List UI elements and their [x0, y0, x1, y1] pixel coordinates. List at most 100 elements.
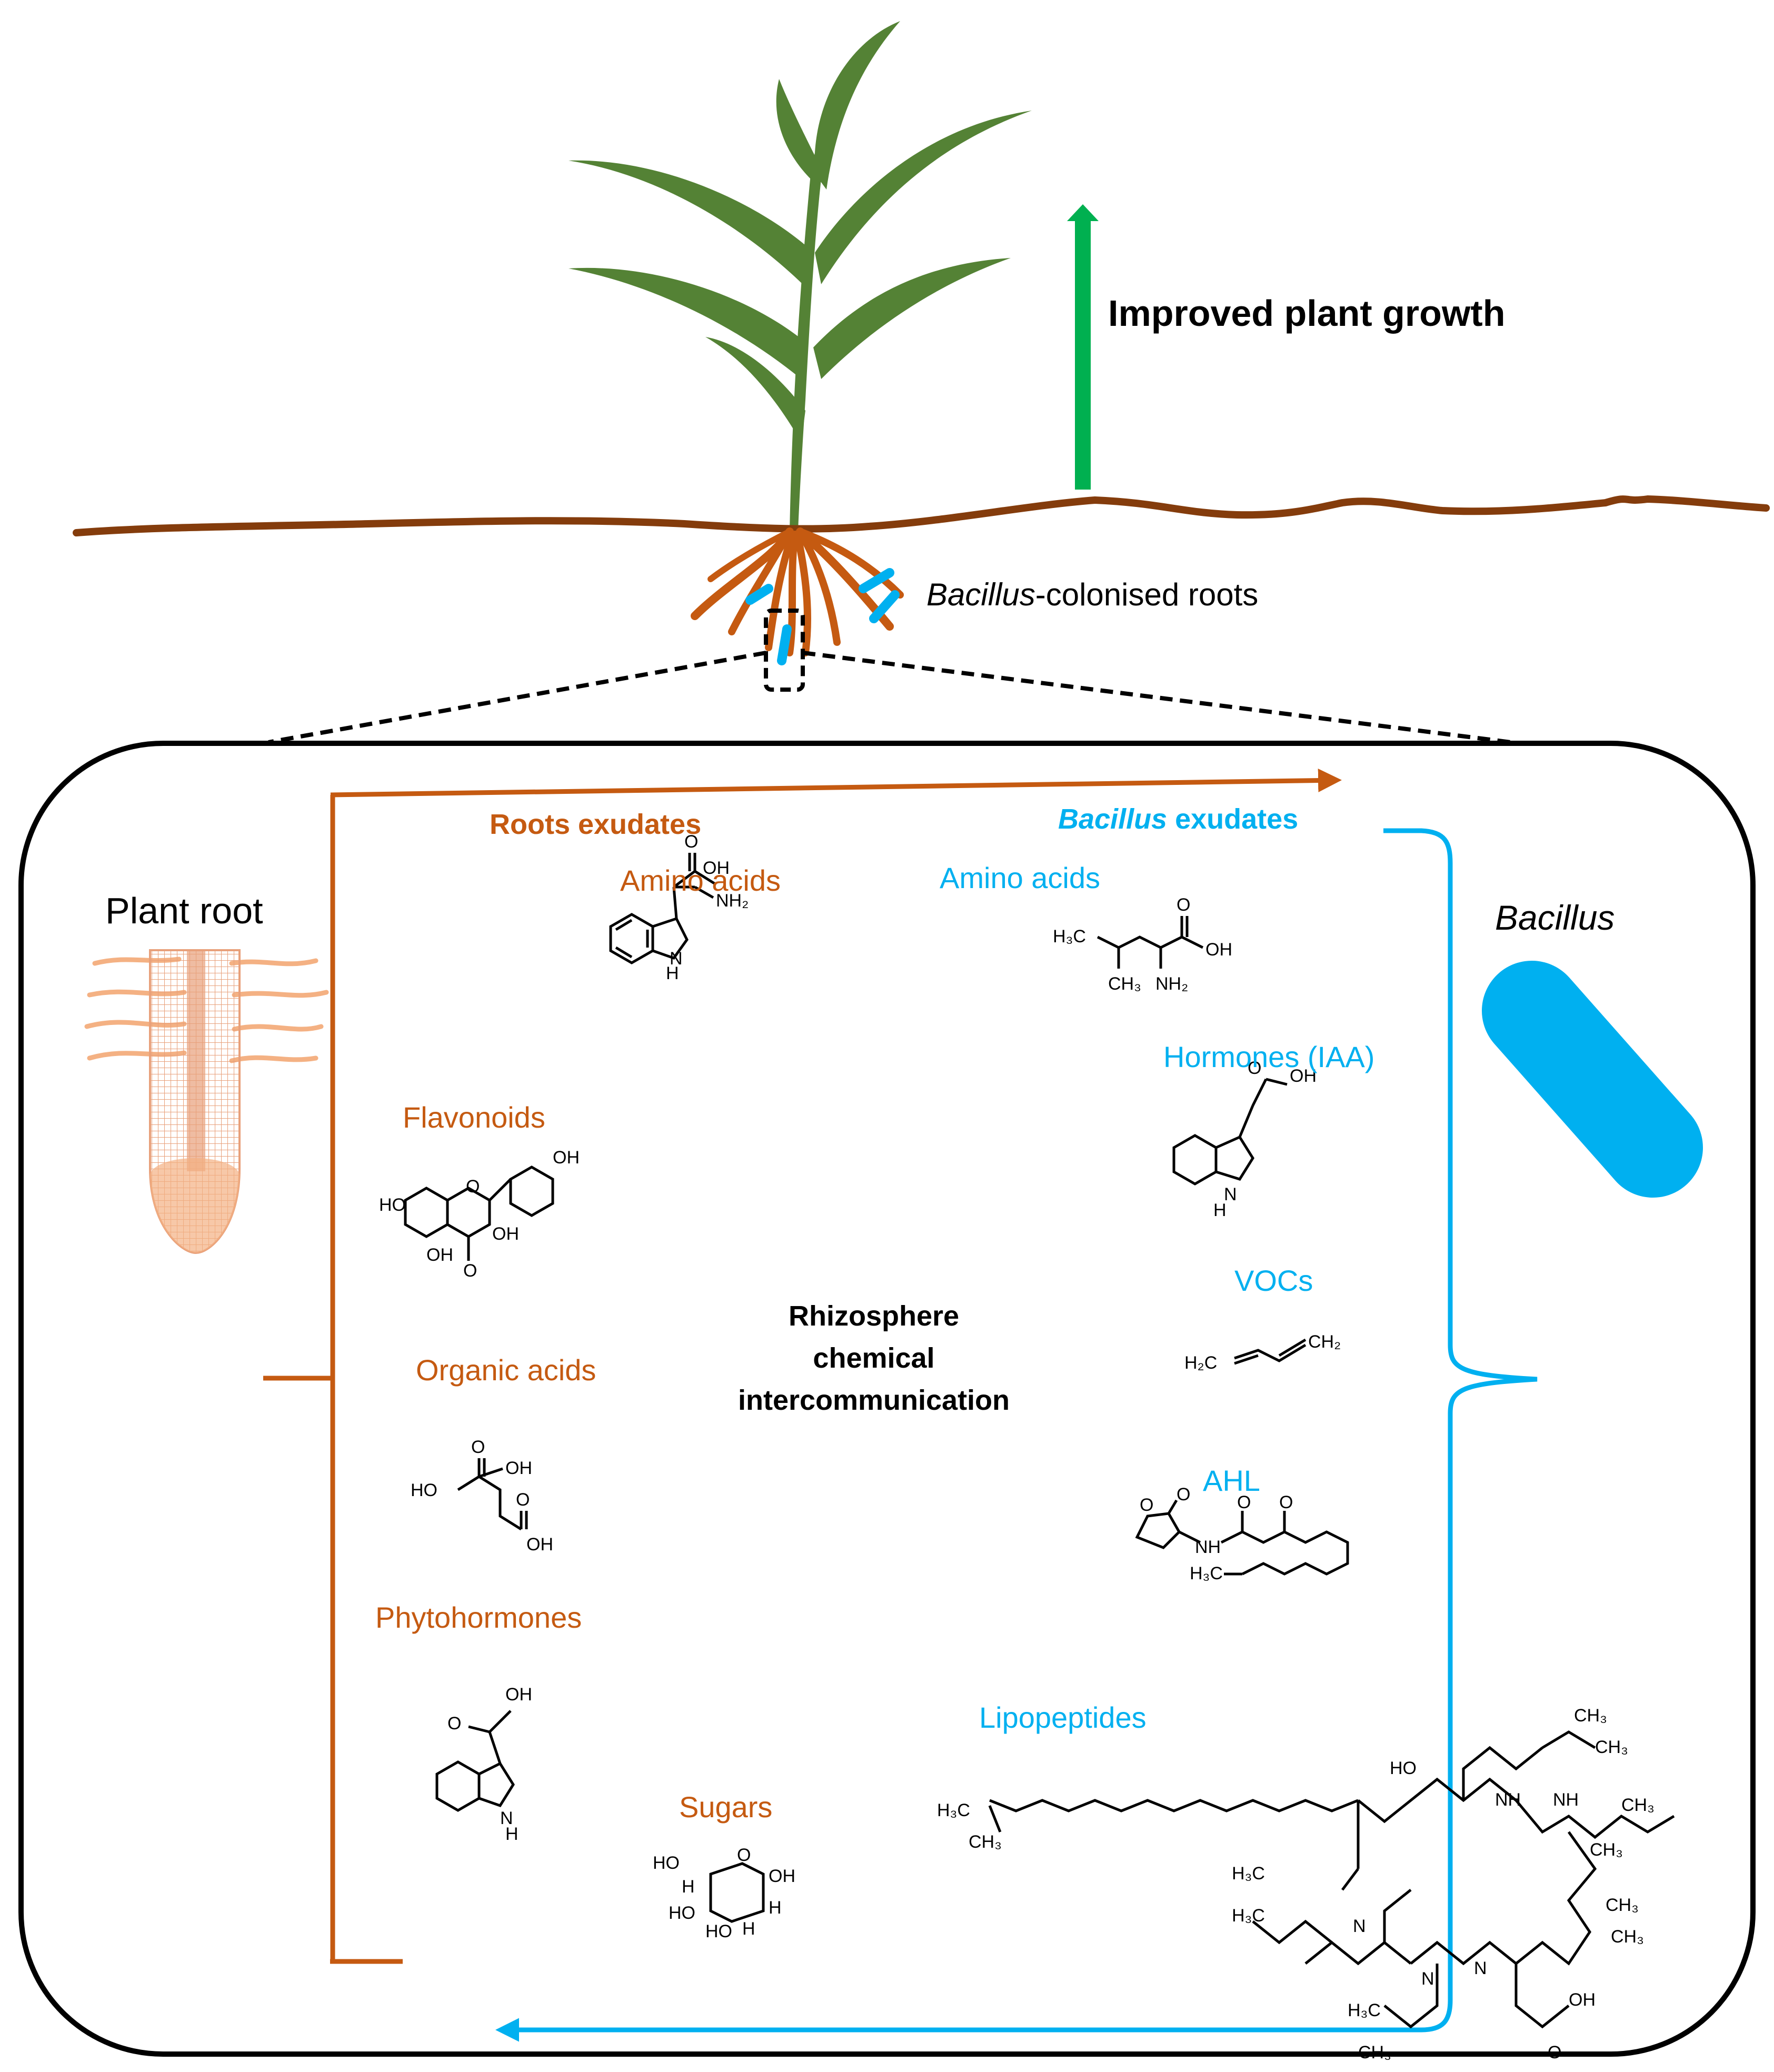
svg-text:O: O	[684, 832, 698, 852]
svg-text:OH: OH	[1569, 1990, 1596, 2010]
svg-text:H₃C: H₃C	[1232, 1864, 1265, 1884]
organic-acid-structure: HO O OH O OH	[411, 1437, 553, 1555]
svg-text:H₃C: H₃C	[1348, 2000, 1381, 2020]
rhizosphere-center-label: Rhizosphere chemical intercommunication	[726, 1295, 1021, 1421]
svg-text:OH: OH	[703, 858, 730, 878]
organic-acids-label: Organic acids	[416, 1353, 596, 1387]
svg-text:H: H	[1213, 1200, 1227, 1220]
svg-text:OH: OH	[769, 1866, 795, 1886]
colonised-roots-label: Bacillus-colonised roots	[926, 576, 1258, 613]
svg-text:CH₃: CH₃	[1590, 1840, 1623, 1860]
svg-text:OH: OH	[1290, 1066, 1317, 1086]
svg-text:OH: OH	[1205, 940, 1232, 960]
svg-text:O: O	[516, 1490, 530, 1510]
svg-text:NH: NH	[1553, 1790, 1579, 1810]
svg-text:N: N	[500, 1808, 513, 1828]
lipopeptide-structure: H₃C CH₃ HO NH NH CH₃ CH₃ CH₃ CH₃ CH₃ CH₃…	[937, 1706, 1675, 2063]
bacillus-exudates-brace	[495, 828, 1538, 2042]
svg-text:CH₃: CH₃	[1611, 1927, 1644, 1947]
soil-line	[73, 495, 1770, 536]
svg-text:O: O	[1548, 2043, 1561, 2063]
leaf	[705, 337, 805, 442]
colonised-roots-italic: Bacillus	[926, 577, 1035, 612]
leaf	[813, 258, 1011, 379]
svg-text:H₂C: H₂C	[1184, 1353, 1217, 1373]
detail-frame	[18, 741, 1756, 2057]
svg-text:OH: OH	[426, 1245, 453, 1265]
svg-text:CH₂: CH₂	[1308, 1332, 1341, 1352]
svg-text:H₃C: H₃C	[937, 1800, 970, 1820]
svg-text:N: N	[670, 949, 683, 969]
svg-text:HO: HO	[669, 1903, 695, 1923]
lipopeptides-label: Lipopeptides	[979, 1701, 1147, 1734]
svg-text:N: N	[1353, 1916, 1366, 1936]
svg-text:O: O	[447, 1714, 461, 1734]
bacillus-exudates-italic: Bacillus	[1058, 803, 1168, 835]
svg-text:HO: HO	[1390, 1758, 1417, 1778]
roots-exudates-bracket	[263, 769, 1342, 1964]
svg-text:OH: OH	[492, 1224, 519, 1244]
phytohormone-structure: O OH N H	[435, 1685, 532, 1844]
sugars-label: Sugars	[679, 1790, 773, 1824]
ahl-structure: O O NH O O H₃C	[1135, 1485, 1349, 1583]
leaf	[814, 21, 900, 190]
svg-text:CH₃: CH₃	[1606, 1895, 1639, 1915]
leaf	[569, 267, 805, 379]
tryptophan-structure: O OH NH₂ H N	[609, 832, 749, 983]
svg-text:O: O	[1140, 1495, 1153, 1515]
leaf	[569, 160, 808, 284]
svg-text:O: O	[463, 1261, 477, 1281]
svg-text:OH: OH	[505, 1458, 532, 1478]
svg-text:N: N	[1224, 1184, 1237, 1204]
svg-text:OH: OH	[526, 1535, 553, 1555]
sugar-structure: HO O OH H HO HO H H	[653, 1845, 795, 1941]
root-system	[691, 527, 904, 656]
growth-arrow	[1067, 204, 1099, 490]
leucine-structure: H₃C CH₃ NH₂ O OH	[1053, 895, 1232, 994]
svg-text:O: O	[1177, 895, 1190, 915]
svg-text:H₃C: H₃C	[1053, 927, 1086, 947]
bacillus-label: Bacillus	[1495, 898, 1615, 937]
svg-text:O: O	[1279, 1492, 1293, 1512]
bacillus-cell	[1482, 961, 1703, 1198]
svg-text:H: H	[682, 1877, 695, 1897]
svg-text:O: O	[471, 1437, 485, 1457]
svg-text:OH: OH	[505, 1685, 532, 1705]
svg-text:CH₃: CH₃	[1358, 2043, 1391, 2063]
plant-shoot	[569, 21, 1032, 532]
leaf	[815, 111, 1032, 284]
svg-text:OH: OH	[553, 1148, 580, 1168]
plant-root-label: Plant root	[105, 890, 263, 931]
phytohormones-label: Phytohormones	[375, 1601, 582, 1634]
svg-text:H: H	[505, 1824, 519, 1844]
svg-text:H₃C: H₃C	[1232, 1906, 1265, 1926]
ahl-label: AHL	[1203, 1464, 1260, 1497]
hormones-iaa-label: Hormones (IAA)	[1163, 1040, 1375, 1073]
svg-text:N: N	[1421, 1969, 1434, 1989]
svg-text:O: O	[1248, 1058, 1261, 1078]
svg-text:H₃C: H₃C	[1190, 1563, 1223, 1583]
center-line-3: intercommunication	[737, 1384, 1010, 1416]
flavonoid-structure: HO O OH O OH OH	[379, 1148, 580, 1281]
voc-structure: H₂C CH₂	[1184, 1332, 1341, 1373]
colonised-roots-rest: -colonised roots	[1035, 577, 1259, 612]
improved-growth-label: Improved plant growth	[1108, 293, 1506, 334]
svg-text:NH₂: NH₂	[716, 891, 749, 911]
svg-text:NH₂: NH₂	[1155, 974, 1188, 994]
zoom-box	[764, 609, 805, 692]
bacillus-on-roots	[745, 568, 900, 665]
roots-exudates-header: Roots exudates	[490, 809, 702, 840]
svg-text:H: H	[666, 963, 679, 983]
svg-text:O: O	[1177, 1485, 1190, 1505]
svg-text:HO: HO	[705, 1921, 732, 1941]
svg-text:HO: HO	[411, 1480, 437, 1500]
svg-text:HO: HO	[379, 1195, 406, 1215]
iaa-structure: O OH N H	[1172, 1058, 1317, 1220]
svg-text:O: O	[737, 1845, 751, 1865]
svg-text:H: H	[769, 1898, 782, 1918]
svg-text:N: N	[1474, 1958, 1487, 1978]
svg-text:O: O	[466, 1177, 480, 1197]
plant-root-illustration	[84, 949, 329, 1254]
svg-text:H: H	[742, 1919, 755, 1939]
